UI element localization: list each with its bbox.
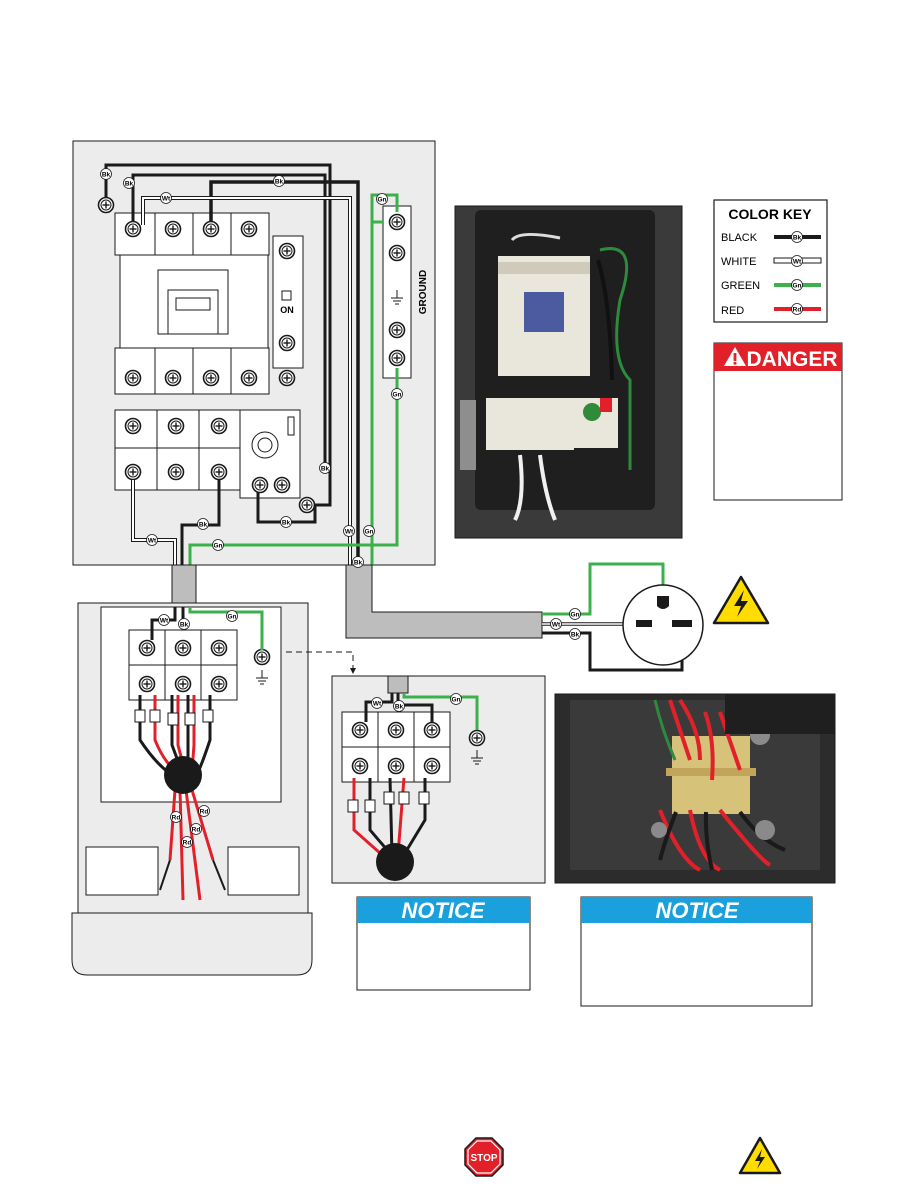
color-key-title: COLOR KEY	[728, 206, 812, 222]
color-key-label-white: WHITE	[721, 256, 756, 268]
wire-tags: Bk Bk Bk Wt Gn Gn Bk Bk Bk Wt Gn Wt Gn B…	[100, 168, 581, 848]
svg-text:Bk: Bk	[125, 180, 134, 187]
danger-label: DANGER	[746, 348, 837, 371]
svg-text:Bk: Bk	[571, 631, 580, 638]
conduit-motor	[171, 564, 197, 608]
svg-text:Wt: Wt	[552, 621, 561, 628]
svg-text:Gn: Gn	[792, 282, 801, 289]
svg-text:Gn: Gn	[451, 696, 460, 703]
svg-text:Gn: Gn	[570, 611, 579, 618]
color-key-label-green: GREEN	[721, 280, 760, 292]
control-panel: ON GROUND	[72, 140, 436, 566]
svg-text:Rd: Rd	[172, 814, 181, 821]
auxiliary-contact-block: ON	[272, 235, 304, 369]
svg-text:Wt: Wt	[793, 258, 802, 265]
magnetic-contactor	[114, 212, 296, 395]
ground-terminal-bar: GROUND	[382, 205, 429, 379]
on-label: ON	[280, 305, 294, 315]
svg-text:Gn: Gn	[364, 528, 373, 535]
svg-text:Bk: Bk	[395, 703, 404, 710]
svg-text:Gn: Gn	[392, 391, 401, 398]
svg-text:Rd: Rd	[183, 839, 192, 846]
high-voltage-warning-icon	[712, 575, 770, 625]
wire-grommet	[164, 756, 202, 794]
svg-text:Wt: Wt	[160, 617, 169, 624]
color-key: COLOR KEY BLACK Bk WHITE Wt GREEN Gn RED…	[713, 199, 828, 323]
svg-text:Bk: Bk	[321, 465, 330, 472]
plug-receptacle-icon	[622, 584, 704, 666]
svg-text:Bk: Bk	[793, 234, 802, 241]
motor-junction-box	[71, 602, 313, 976]
svg-text:Gn: Gn	[377, 196, 386, 203]
svg-text:Gn: Gn	[227, 613, 236, 620]
motor-terminal-photo	[554, 693, 836, 884]
footer-high-voltage-icon	[738, 1136, 782, 1175]
svg-text:Rd: Rd	[192, 826, 201, 833]
alternate-junction-box	[286, 651, 546, 884]
svg-text:Rd: Rd	[793, 306, 802, 313]
notice-box-left: NOTICE	[356, 896, 531, 991]
svg-text:Bk: Bk	[354, 559, 363, 566]
svg-text:Rd: Rd	[200, 808, 209, 815]
color-key-label-red: RED	[721, 305, 744, 317]
notice-box-right: NOTICE	[580, 896, 813, 1007]
notice-right-label: NOTICE	[655, 898, 739, 923]
notice-left-label: NOTICE	[401, 898, 485, 923]
danger-box: DANGER	[713, 342, 843, 501]
svg-text:Wt: Wt	[148, 537, 157, 544]
overload-relay	[114, 409, 301, 499]
svg-text:Bk: Bk	[275, 178, 284, 185]
svg-text:Wt: Wt	[373, 700, 382, 707]
svg-text:Bk: Bk	[102, 171, 111, 178]
svg-text:Bk: Bk	[282, 519, 291, 526]
power-cord-conduit	[345, 564, 543, 639]
color-key-label-black: BLACK	[721, 232, 758, 244]
stop-sign-icon: STOP	[464, 1137, 504, 1177]
ground-label: GROUND	[418, 270, 429, 314]
svg-text:Bk: Bk	[199, 521, 208, 528]
svg-text:Gn: Gn	[213, 542, 222, 549]
svg-text:Wt: Wt	[162, 195, 171, 202]
svg-text:Bk: Bk	[180, 621, 189, 628]
stop-label: STOP	[470, 1153, 497, 1164]
svg-text:Wt: Wt	[345, 528, 354, 535]
control-box-photo	[454, 205, 683, 539]
danger-triangle-icon	[724, 347, 746, 366]
